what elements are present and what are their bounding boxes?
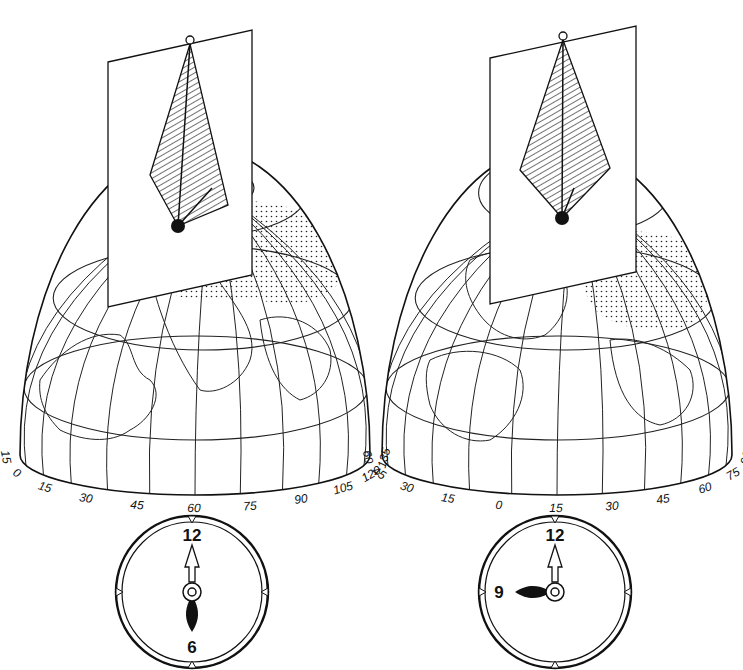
longitude-number: 45: [130, 499, 144, 512]
clock-tick: [479, 588, 486, 596]
continent-outline: [426, 351, 523, 441]
longitude-number: 60: [187, 502, 200, 514]
clock-face: [485, 522, 625, 662]
minute-hand: [548, 545, 562, 582]
longitude-number: 30: [79, 491, 94, 505]
clock-center: [546, 583, 564, 601]
axis-line: [178, 188, 212, 226]
earth-point: [555, 211, 569, 225]
longitude-number: 75: [243, 499, 257, 512]
clock-tick: [116, 588, 123, 596]
continent-outline: [40, 334, 156, 439]
clock-number: 12: [546, 527, 565, 544]
longitude-number: 60: [361, 450, 375, 466]
meridian-plane: [108, 30, 252, 307]
axis-line: [562, 40, 563, 218]
clock-center: [188, 588, 196, 596]
clock-tick: [551, 516, 559, 523]
hour-hand: [515, 586, 546, 598]
clock-face: [116, 516, 268, 668]
shadow-triangle: [520, 40, 610, 218]
clock-number: 12: [183, 527, 202, 544]
clock-tick: [188, 661, 196, 668]
clock-tick: [624, 588, 631, 596]
longitude-number: 45: [656, 492, 671, 506]
longitude-number: 75: [725, 465, 743, 482]
clock-center: [551, 588, 559, 596]
clock-number: 6: [187, 639, 196, 656]
longitude-number: 15: [0, 450, 13, 466]
longitude-number: 60: [697, 480, 713, 495]
clock-face: [122, 522, 262, 662]
clock-center: [183, 583, 201, 601]
meridian-plane: [490, 26, 636, 304]
hour-hand: [186, 601, 198, 632]
sun-point: [559, 32, 567, 40]
longitude-number: 30: [605, 499, 619, 512]
axis-line: [178, 44, 190, 226]
clock-number: 9: [494, 584, 503, 601]
clock-tick: [188, 516, 196, 523]
earth-point: [171, 219, 185, 233]
longitude-number: 15: [37, 480, 53, 495]
longitude-number: 15: [441, 491, 456, 505]
clock-tick: [551, 661, 559, 668]
clock-tick: [261, 588, 268, 596]
longitude-number: 0: [495, 499, 503, 511]
longitude-number: 105: [332, 479, 355, 496]
sun-point: [186, 36, 194, 44]
longitude-number: 0: [11, 466, 23, 480]
longitude-number: 15: [549, 502, 562, 514]
minute-hand: [185, 545, 199, 582]
longitude-number: 90: [294, 492, 309, 506]
longitude-number: 30: [399, 480, 415, 495]
shadow-triangle: [150, 44, 228, 226]
clock-face: [479, 516, 631, 668]
longitude-number: 90: [738, 450, 743, 466]
